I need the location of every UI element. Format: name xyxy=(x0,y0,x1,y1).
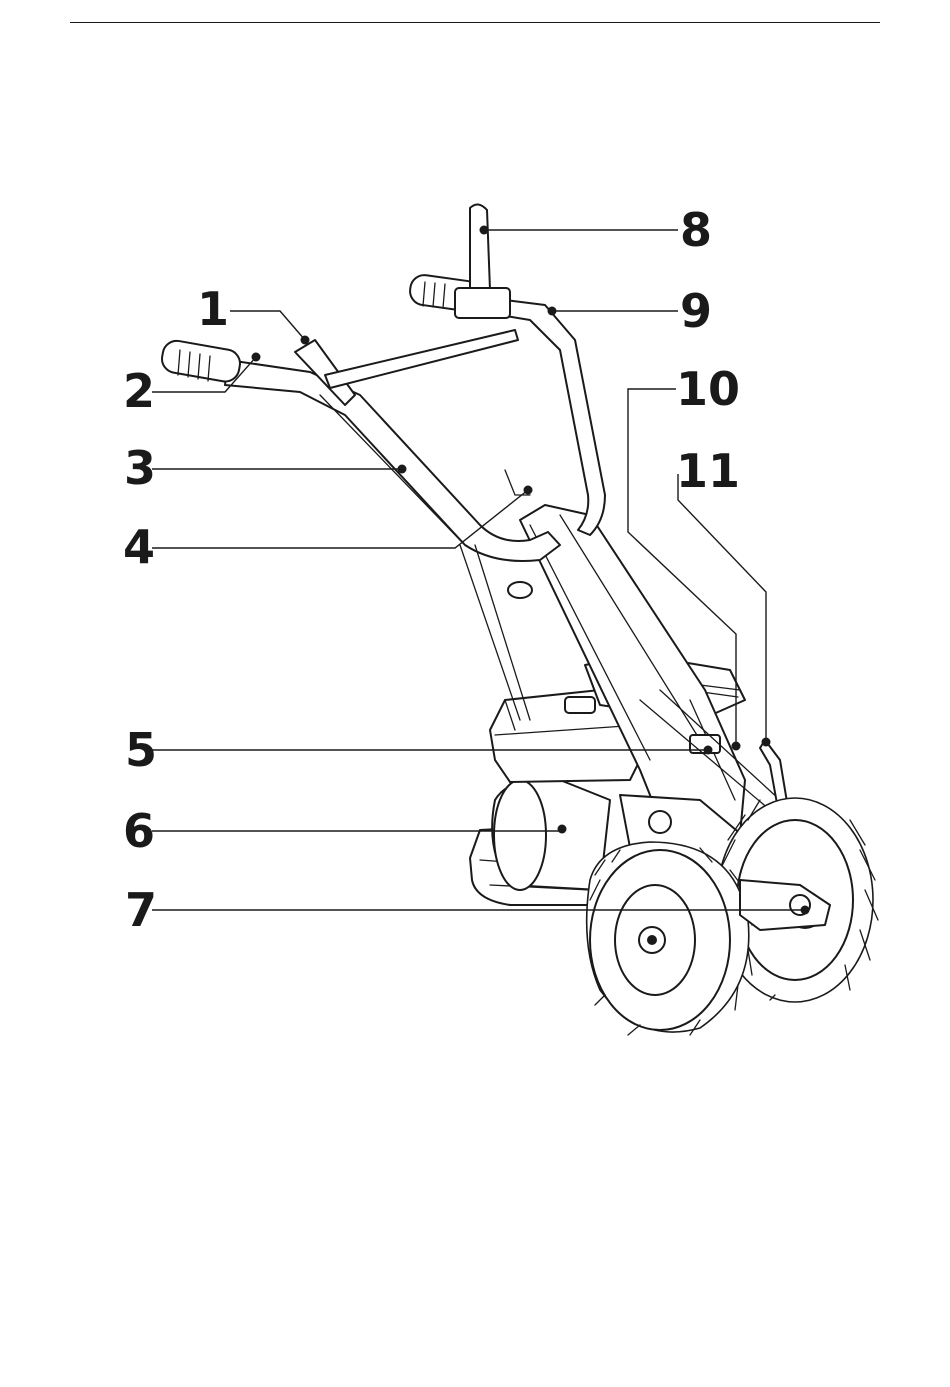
callout-5: 5 xyxy=(125,723,157,777)
callout-7: 7 xyxy=(125,883,157,937)
left-wheel xyxy=(587,842,752,1035)
left-grip xyxy=(160,339,242,384)
clutch-lever xyxy=(470,204,490,295)
callout-11: 11 xyxy=(676,444,740,498)
handle-clamp xyxy=(508,582,532,598)
callout-8: 8 xyxy=(680,203,712,257)
fuel-cap xyxy=(565,697,595,713)
clutch-bracket xyxy=(455,288,510,318)
handle-crossbar xyxy=(325,330,518,388)
oil-cap xyxy=(649,811,671,833)
engine-cover xyxy=(494,780,546,890)
callout-2: 2 xyxy=(123,364,155,418)
left-handle-arm xyxy=(225,360,560,561)
callout-4: 4 xyxy=(123,520,155,574)
callout-3: 3 xyxy=(124,441,156,495)
callout-10: 10 xyxy=(676,362,740,416)
callout-9: 9 xyxy=(680,284,712,338)
callout-6: 6 xyxy=(123,804,155,858)
callout-1: 1 xyxy=(197,282,229,336)
